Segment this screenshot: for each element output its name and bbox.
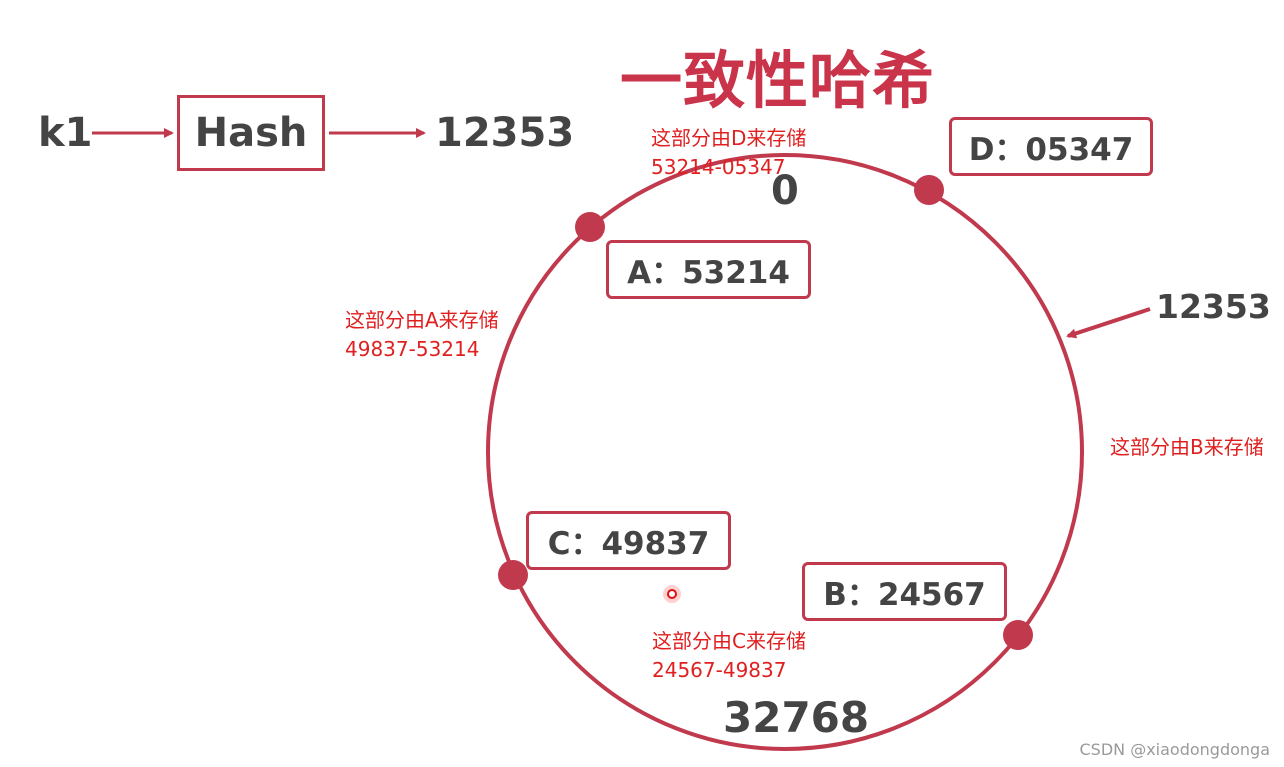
node-box-d: D：05347 <box>949 117 1153 176</box>
incoming-hash-value: 12353 <box>1156 287 1271 326</box>
note-a: 这部分由A来存储 49837-53214 <box>345 306 499 364</box>
key-label: k1 <box>38 110 93 156</box>
note-a-line2: 49837-53214 <box>345 337 480 361</box>
note-d: 这部分由D来存储 53214-05347 <box>651 124 806 182</box>
hash-function-box: Hash <box>177 95 325 171</box>
note-b: 这部分由B来存储 <box>1110 433 1264 462</box>
arrow-value-to-ring <box>1066 307 1151 339</box>
note-c-line2: 24567-49837 <box>652 658 787 682</box>
hash-result-label: 12353 <box>435 110 575 156</box>
note-d-line2: 53214-05347 <box>651 155 786 179</box>
ring-top-label: 0 <box>771 168 799 214</box>
note-a-line1: 这部分由A来存储 <box>345 308 499 332</box>
watermark: CSDN @xiaodongdonga <box>1079 740 1271 759</box>
note-c: 这部分由C来存储 24567-49837 <box>652 627 806 685</box>
note-d-line1: 这部分由D来存储 <box>651 126 807 150</box>
hash-ring <box>486 153 1084 751</box>
cursor-indicator-core <box>667 589 677 599</box>
node-dot-d <box>914 175 944 205</box>
note-b-line1: 这部分由B来存储 <box>1110 435 1264 459</box>
ring-bottom-label: 32768 <box>723 693 870 742</box>
node-dot-b <box>1003 620 1033 650</box>
node-dot-c <box>498 560 528 590</box>
note-c-line1: 这部分由C来存储 <box>652 629 806 653</box>
node-box-b: B：24567 <box>802 562 1007 621</box>
node-dot-a <box>575 212 605 242</box>
node-box-a: A：53214 <box>606 240 811 299</box>
page-title: 一致性哈希 <box>620 44 936 117</box>
node-box-c: C：49837 <box>526 511 731 570</box>
